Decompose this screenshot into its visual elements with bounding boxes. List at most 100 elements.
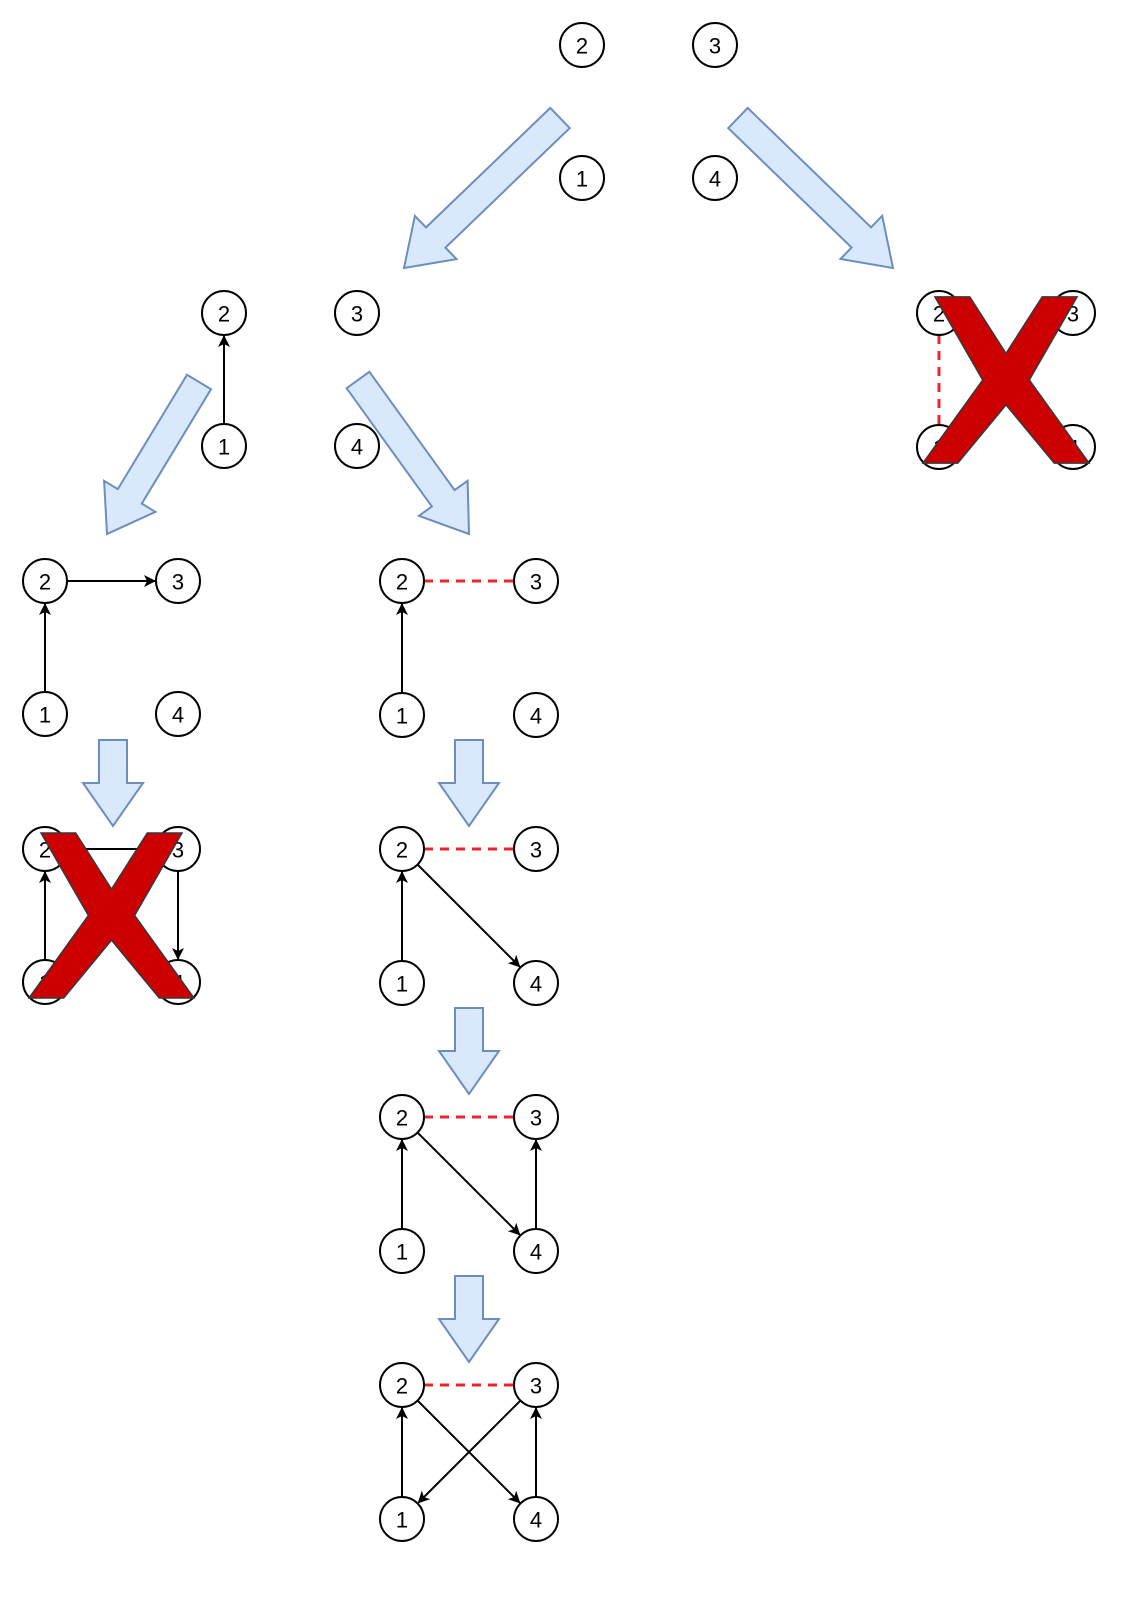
- node-circle: [513, 826, 559, 872]
- node-label: 2: [218, 302, 230, 327]
- node-circle: [559, 155, 605, 201]
- node-4: 4: [513, 960, 559, 1006]
- node-label: 2: [396, 838, 408, 863]
- node-2: 2: [379, 1094, 425, 1140]
- node-4: 4: [692, 155, 738, 201]
- node-label: 3: [709, 34, 721, 59]
- node-label: 4: [530, 1508, 542, 1533]
- node-circle: [692, 22, 738, 68]
- node-label: 4: [530, 972, 542, 997]
- node-1: 1: [559, 155, 605, 201]
- node-label: 2: [39, 570, 51, 595]
- node-1: 1: [201, 423, 247, 469]
- edge-2-to-4: [416, 1131, 521, 1236]
- node-circle: [379, 1094, 425, 1140]
- node-2: 2: [379, 558, 425, 604]
- node-label: 4: [530, 704, 542, 729]
- node-circle: [513, 1228, 559, 1274]
- node-3: 3: [155, 558, 201, 604]
- node-label: 1: [218, 435, 230, 460]
- node-3: 3: [513, 1362, 559, 1408]
- flow-arrow-left-left-2-to-left-left-3-rejected: [81, 739, 145, 828]
- flow-arrow-left-right-4-to-left-right-5: [437, 1275, 501, 1364]
- node-1: 1: [379, 1496, 425, 1542]
- node-4: 4: [513, 1496, 559, 1542]
- node-3: 3: [513, 826, 559, 872]
- node-label: 4: [172, 703, 184, 728]
- node-label: 1: [396, 1508, 408, 1533]
- node-3: 3: [513, 558, 559, 604]
- node-label: 3: [530, 1374, 542, 1399]
- node-label: 4: [530, 1240, 542, 1265]
- node-label: 3: [172, 570, 184, 595]
- node-circle: [513, 692, 559, 738]
- flow-arrow-left-1-to-left-left-2: [102, 373, 213, 536]
- node-circle: [201, 290, 247, 336]
- flow-arrow-root-to-right-rejected: [726, 106, 895, 270]
- flow-arrow-left-right-2-to-left-right-3: [437, 739, 501, 828]
- node-circle: [513, 960, 559, 1006]
- node-3: 3: [513, 1094, 559, 1140]
- reject-cross-icon: [27, 832, 196, 999]
- node-label: 1: [576, 167, 588, 192]
- node-label: 2: [396, 570, 408, 595]
- node-circle: [379, 826, 425, 872]
- node-label: 2: [396, 1374, 408, 1399]
- node-label: 3: [530, 570, 542, 595]
- node-label: 1: [396, 972, 408, 997]
- node-circle: [22, 691, 68, 737]
- node-circle: [334, 290, 380, 336]
- node-3: 3: [692, 22, 738, 68]
- node-circle: [559, 22, 605, 68]
- node-label: 3: [530, 1106, 542, 1131]
- flow-arrows: [81, 106, 895, 1364]
- node-label: 1: [396, 1240, 408, 1265]
- node-circle: [379, 558, 425, 604]
- node-label: 3: [351, 302, 363, 327]
- flow-arrow-left-1-to-left-right-2: [345, 370, 471, 536]
- node-1: 1: [379, 960, 425, 1006]
- node-1: 1: [22, 691, 68, 737]
- node-circle: [155, 558, 201, 604]
- node-circle: [379, 1228, 425, 1274]
- node-circle: [201, 423, 247, 469]
- node-1: 1: [379, 1228, 425, 1274]
- node-label: 2: [576, 34, 588, 59]
- state-left-left-2: 2 3 1 4: [22, 558, 201, 737]
- node-circle: [22, 558, 68, 604]
- node-2: 2: [201, 290, 247, 336]
- node-4: 4: [513, 1228, 559, 1274]
- node-circle: [513, 558, 559, 604]
- node-circle: [379, 1496, 425, 1542]
- state-left-right-2: 2 3 1 4: [379, 558, 559, 738]
- state-left-1: 2 3 1 4: [201, 290, 380, 469]
- node-1: 1: [379, 692, 425, 738]
- node-label: 1: [396, 704, 408, 729]
- state-root: 2 3 1 4: [559, 22, 738, 201]
- node-3: 3: [334, 290, 380, 336]
- node-circle: [379, 960, 425, 1006]
- node-label: 2: [396, 1106, 408, 1131]
- node-circle: [513, 1496, 559, 1542]
- edge-2-to-4: [416, 863, 521, 968]
- node-label: 1: [39, 703, 51, 728]
- node-circle: [379, 1362, 425, 1408]
- state-left-right-3: 2 3 1 4: [379, 826, 559, 1006]
- node-circle: [379, 692, 425, 738]
- node-circle: [155, 691, 201, 737]
- node-circle: [513, 1094, 559, 1140]
- graph-states: 231423142314231423142314231423142314: [22, 22, 1096, 1542]
- state-left-right-4: 2 3 1 4: [379, 1094, 559, 1274]
- state-left-right-5: 2 3 1 4: [379, 1362, 559, 1542]
- reject-cross-icon: [921, 296, 1091, 464]
- flow-arrow-root-to-left-1: [402, 106, 572, 270]
- node-circle: [334, 423, 380, 469]
- node-label: 4: [709, 167, 721, 192]
- edge-3-to-1: [417, 1399, 522, 1504]
- node-4: 4: [155, 691, 201, 737]
- flow-arrow-left-right-3-to-left-right-4: [437, 1007, 501, 1096]
- node-4: 4: [334, 423, 380, 469]
